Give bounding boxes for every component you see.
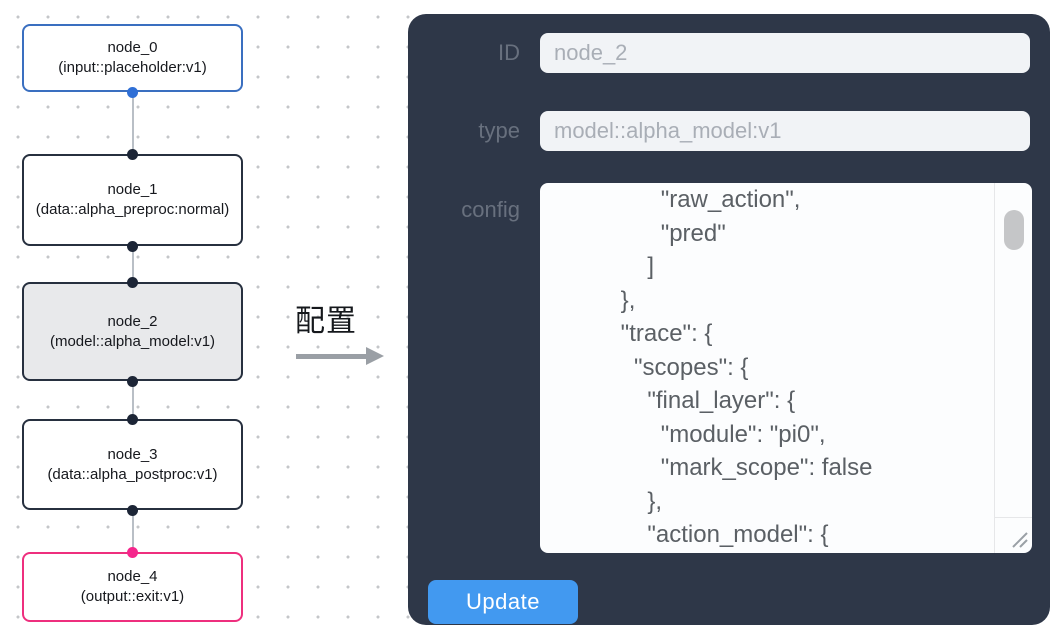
node-config-panel: ID type config "raw_action", "pred" ] },… <box>408 14 1050 625</box>
scrollbar-thumb[interactable] <box>1004 210 1024 250</box>
update-button[interactable]: Update <box>428 580 578 624</box>
configure-label: 配置 <box>295 305 357 338</box>
id-field-label: ID <box>498 40 520 65</box>
graph-node-node-1[interactable]: node_1 (data::alpha_preproc:normal) <box>22 154 243 246</box>
port-node0-output[interactable] <box>127 86 138 98</box>
id-input[interactable] <box>540 33 1030 73</box>
port-node1-output[interactable] <box>127 240 138 252</box>
port-node2-output[interactable] <box>127 375 138 387</box>
transition-annotation: 配置 <box>290 296 390 365</box>
scrollbar-corner <box>994 517 1032 553</box>
node-type-label: (data::alpha_postproc:v1) <box>47 465 218 483</box>
right-arrow-icon <box>290 347 386 365</box>
node-type-label: (data::alpha_preproc:normal) <box>35 201 230 218</box>
config-field-label: config <box>461 197 520 222</box>
edge-node3-node4 <box>131 510 134 552</box>
node-type-label: (input::placeholder:v1) <box>58 59 207 76</box>
type-field-label: type <box>478 118 520 143</box>
vertical-scrollbar[interactable] <box>994 183 1032 517</box>
type-input[interactable] <box>540 111 1030 151</box>
node-id-label: node_3 <box>107 445 158 463</box>
node-type-label: (output::exit:v1) <box>80 588 185 605</box>
graph-node-node-3[interactable]: node_3 (data::alpha_postproc:v1) <box>22 419 243 510</box>
config-json-text: "raw_action", "pred" ] }, "trace": { "sc… <box>620 186 873 548</box>
node-id-label: node_4 <box>107 568 158 585</box>
node-id-label: node_2 <box>107 312 158 330</box>
port-node1-input[interactable] <box>127 148 138 160</box>
port-node2-input[interactable] <box>127 276 138 288</box>
graph-node-node-4[interactable]: node_4 (output::exit:v1) <box>22 552 243 622</box>
edge-node2-node3 <box>131 381 134 419</box>
graph-node-node-2-selected[interactable]: node_2 (model::alpha_model:v1) <box>22 282 243 381</box>
graph-node-node-0[interactable]: node_0 (input::placeholder:v1) <box>22 24 243 92</box>
edge-node0-node1 <box>131 92 134 154</box>
resize-grip-icon[interactable] <box>1007 527 1029 549</box>
port-node3-output[interactable] <box>127 504 138 516</box>
node-type-label: (model::alpha_model:v1) <box>49 332 216 350</box>
node-id-label: node_0 <box>107 39 158 56</box>
port-node4-input[interactable] <box>127 546 138 558</box>
edge-node1-node2 <box>131 246 134 282</box>
node-id-label: node_1 <box>107 181 158 198</box>
port-node3-input[interactable] <box>127 413 138 425</box>
config-textarea[interactable]: "raw_action", "pred" ] }, "trace": { "sc… <box>540 183 1032 553</box>
